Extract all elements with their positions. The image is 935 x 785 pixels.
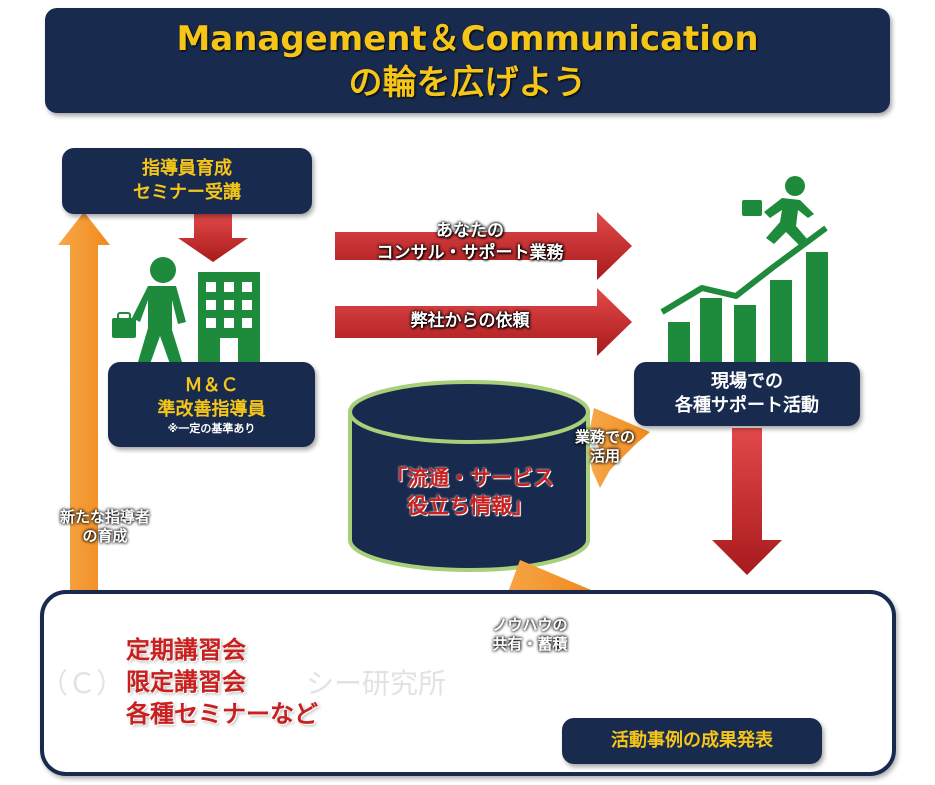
database-cylinder-icon [348, 380, 590, 572]
report-box: 活動事例の成果発表 [562, 718, 822, 764]
course-item: 各種セミナーなど [126, 700, 318, 728]
seminar-line-1: 指導員育成 [142, 158, 232, 179]
request-arrow-label: 弊社からの依頼 [410, 311, 530, 331]
knowhow-label-line-2: 共有・蓄積 [492, 635, 568, 653]
instructor-note: ※一定の基準あり [167, 421, 256, 435]
use-label-line-1: 業務での [574, 428, 635, 446]
instructor-box: Ｍ＆Ｃ 準改善指導員 ※一定の基準あり [108, 362, 315, 447]
field-line-2: 各種サポート活動 [675, 395, 819, 416]
course-list: 定期講習会 限定講習会 各種セミナーなど [126, 634, 318, 730]
orange-arrow-use [588, 408, 650, 488]
businessman-walking-icon [112, 257, 186, 364]
report-label: 活動事例の成果発表 [611, 730, 773, 751]
new-leader-label-line-2: の育成 [82, 527, 128, 545]
running-businessman-icon [742, 176, 814, 246]
watermark: （Ｃ） シー研究所 [40, 667, 447, 700]
red-right-arrow-consulting [335, 212, 632, 280]
course-item: 限定講習会 [126, 668, 246, 696]
instructor-line-1: Ｍ＆Ｃ [184, 374, 239, 396]
office-building-icon [198, 272, 260, 362]
title-banner: Management＆Communication の輪を広げよう [45, 8, 890, 113]
knowhow-label-line-1: ノウハウの [492, 616, 568, 634]
instructor-line-2: 準改善指導員 [157, 398, 266, 420]
title-line-1: Management＆Communication [176, 18, 759, 59]
database-label: 「流通・サービス 役立ち情報」 [352, 464, 588, 520]
red-down-arrow-seminar [178, 214, 248, 262]
red-right-arrow-request [335, 288, 632, 356]
new-leader-label: 新たな指導者 の育成 [35, 508, 175, 546]
title-line-2: の輪を広げよう [348, 62, 587, 103]
red-down-arrow-field [712, 428, 782, 575]
consulting-arrow-label: あなたの コンサル・サポート業務 [345, 220, 595, 264]
knowhow-arrow-label: ノウハウの 共有・蓄積 [470, 616, 590, 654]
rising-bar-chart-icon [660, 225, 828, 362]
seminar-box: 指導員育成 セミナー受講 [62, 148, 312, 214]
consulting-label-line-1: あなたの [436, 221, 504, 241]
database-label-line-2: 役立ち情報」 [407, 494, 533, 518]
course-item: 定期講習会 [126, 636, 246, 664]
use-arrow-label: 業務での 活用 [560, 428, 650, 466]
consulting-label-line-2: コンサル・サポート業務 [376, 243, 564, 263]
seminar-line-2: セミナー受講 [133, 182, 241, 203]
new-leader-label-line-1: 新たな指導者 [59, 508, 150, 526]
database-label-line-1: 「流通・サービス [386, 466, 554, 490]
use-label-line-2: 活用 [589, 447, 620, 465]
field-activity-box: 現場での 各種サポート活動 [634, 362, 860, 426]
orange-up-arrow [58, 212, 110, 590]
field-line-1: 現場での [711, 371, 783, 392]
